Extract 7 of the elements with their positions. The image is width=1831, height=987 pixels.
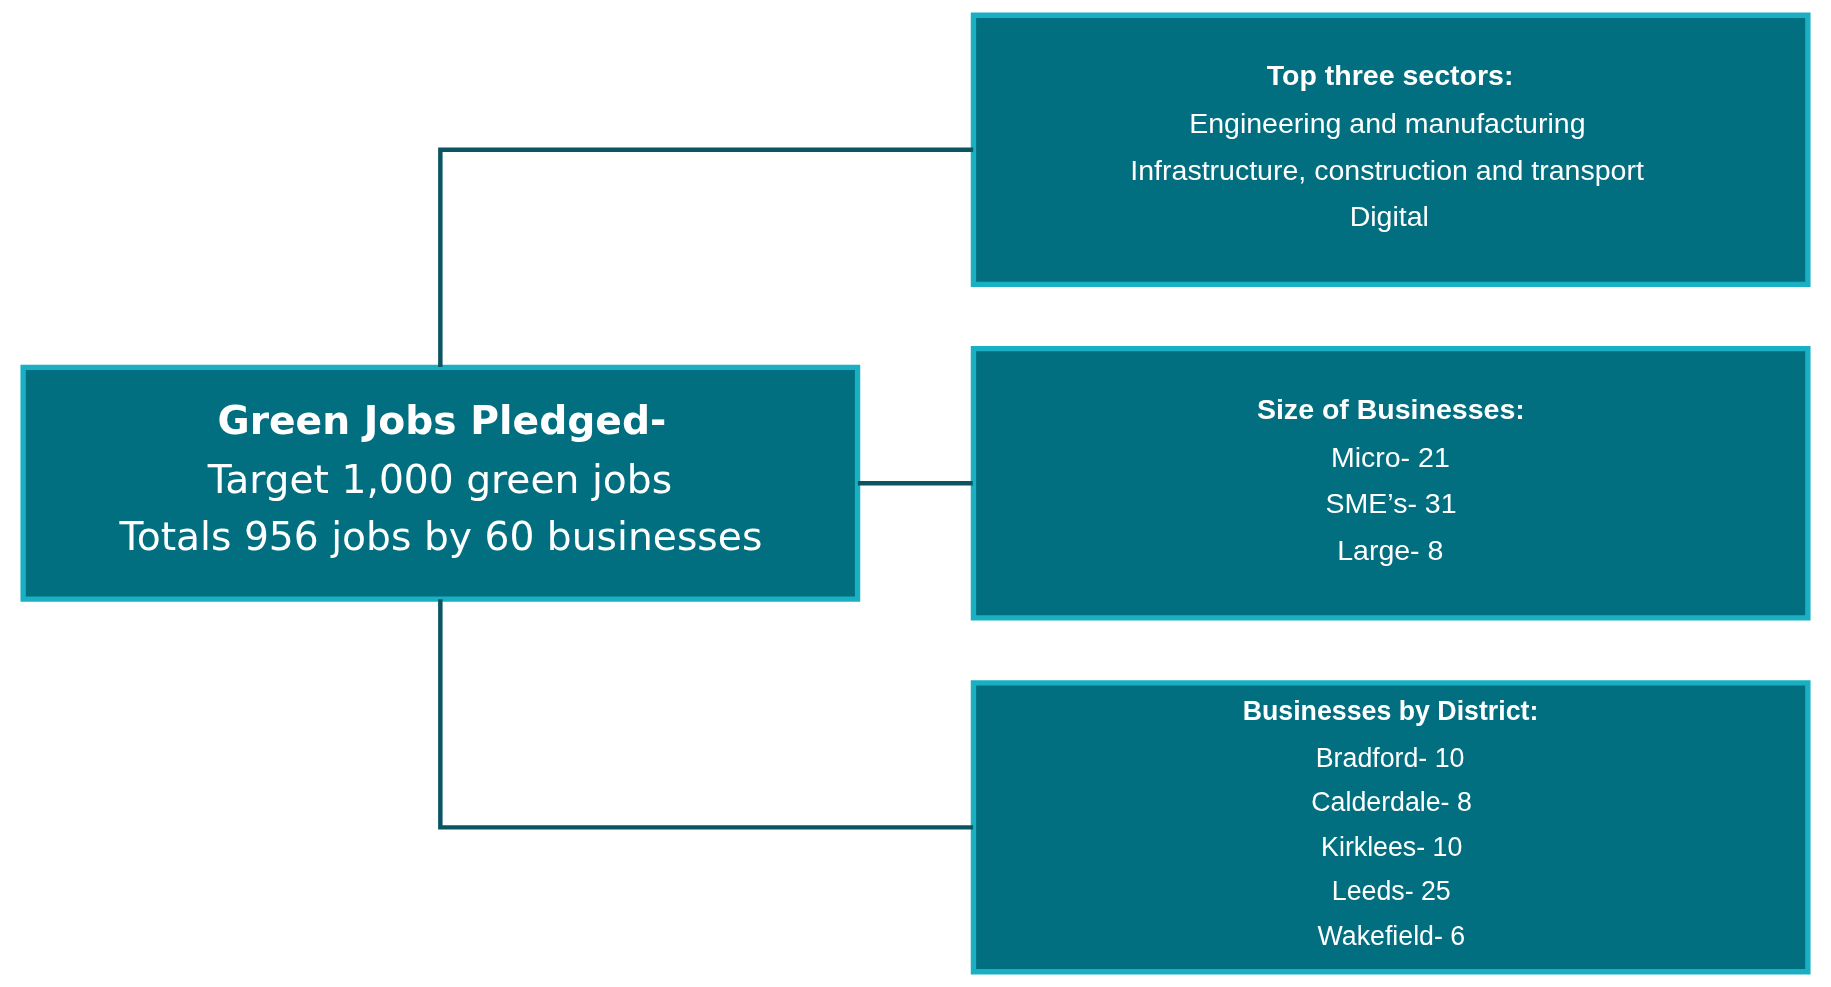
connector — [438, 599, 974, 830]
node-box: Businesses by District: Bradford- 10 Calderdale- 8 Kirklees- 10 Leeds- 25 Wakefield- 6 — [970, 680, 1811, 975]
node-box: Green Jobs Pledged- Target 1,000 green jobs Totals 956 jobs by 60 businesses — [20, 364, 861, 602]
connector — [438, 147, 974, 368]
connector — [857, 481, 973, 486]
node-box: Top three sectors: Engineering and manufacturing Infrastructure, construction and transport Digital — [970, 12, 1811, 288]
node-box: Size of Businesses: Micro- 21 SME’s- 31 Large- 8 — [970, 345, 1811, 621]
